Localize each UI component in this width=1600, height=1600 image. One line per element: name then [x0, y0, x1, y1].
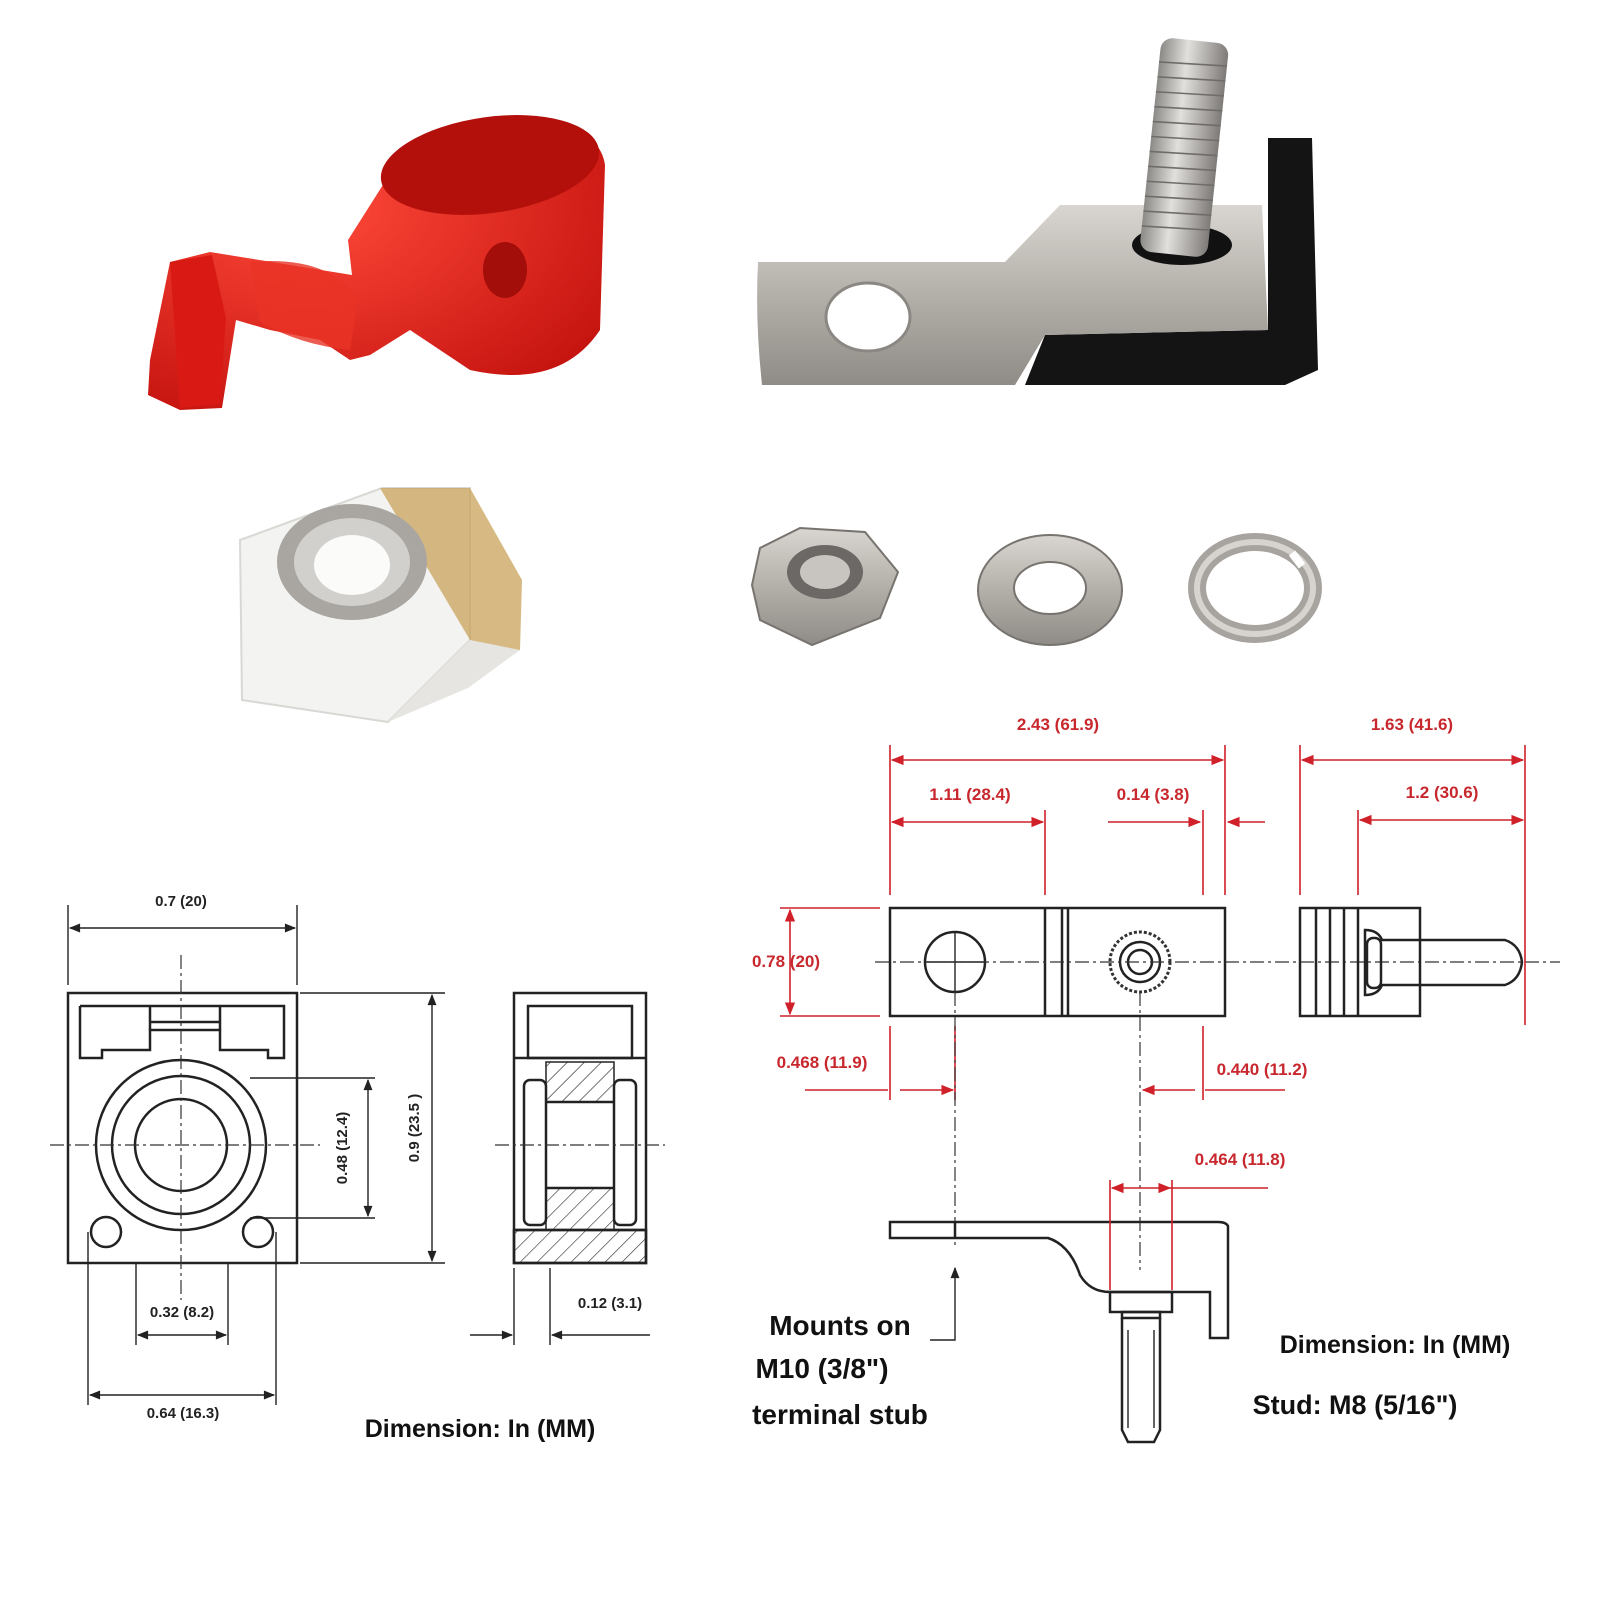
red-terminal-cap-photo	[148, 115, 605, 410]
mount-text-line3: terminal stub	[752, 1399, 928, 1430]
mount-text-line1: Mounts on	[769, 1310, 911, 1341]
base-width-label: 0.64 (16.3)	[147, 1405, 220, 1422]
left-caption: Dimension: In (MM)	[365, 1415, 596, 1443]
hole-offset-label: 0.468 (11.9)	[777, 1053, 868, 1072]
width-label: 0.7 (20)	[155, 893, 207, 910]
side-thickness-label: 0.12 (3.1)	[578, 1295, 642, 1312]
inner-height-label: 0.48 (12.4)	[334, 1112, 351, 1185]
hole-spacing-label: 0.32 (8.2)	[150, 1304, 214, 1321]
stud-bracket-drawing: 2.43 (61.9) 1.11 (28.4) 0.14 (3.8) 1.63 …	[752, 715, 1560, 1444]
end-offset-label: 0.14 (3.8)	[1117, 785, 1190, 804]
hole-to-bend-label: 1.11 (28.4)	[929, 785, 1010, 804]
split-lock-washer-photo	[1188, 533, 1322, 643]
terminal-stud-bracket-photo	[757, 38, 1318, 385]
stud-height-label: 0.464 (11.8)	[1195, 1150, 1286, 1169]
mount-text-line2: M10 (3/8")	[755, 1353, 888, 1384]
stud-length-label: 1.2 (30.6)	[1406, 783, 1479, 802]
right-caption: Dimension: In (MM)	[1280, 1331, 1511, 1359]
hex-nut-photo	[750, 526, 900, 647]
height-label: 0.9 (23.5 )	[406, 1094, 423, 1162]
stud-offset-label: 0.440 (11.2)	[1217, 1060, 1308, 1079]
side-length-label: 1.63 (41.6)	[1371, 715, 1453, 734]
width-label-right: 0.78 (20)	[752, 952, 820, 971]
cage-nut-drawing: 0.7 (20) 0.48 (12.4) 0.9 (23.5 ) 0.32 (8…	[50, 893, 665, 1443]
ceramic-cage-nut-photo	[238, 487, 522, 724]
stud-size-label: Stud: M8 (5/16")	[1253, 1390, 1458, 1420]
overall-length-label: 2.43 (61.9)	[1017, 715, 1099, 734]
flat-washer-photo	[977, 534, 1123, 646]
